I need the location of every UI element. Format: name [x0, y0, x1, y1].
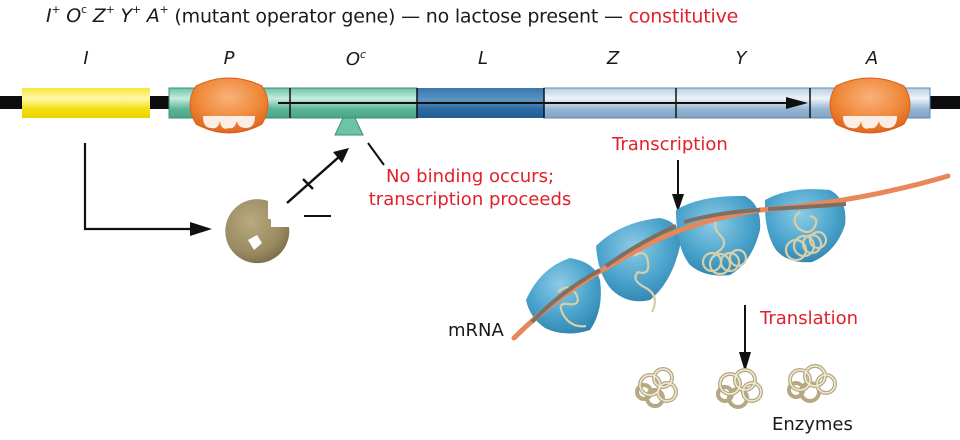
- mrna-over-ribosome: [530, 268, 601, 324]
- gene-label-z: Z: [606, 48, 620, 69]
- genotype-i: I+: [46, 3, 61, 28]
- gene-i-segment: [22, 88, 150, 118]
- mrna-label: mRNA: [448, 320, 504, 341]
- binding-annotation-line2: transcription proceeds: [368, 189, 572, 210]
- mrna-over-ribosome: [604, 224, 677, 268]
- gene-label-l: L: [477, 48, 489, 69]
- enzyme-inner: [639, 365, 836, 402]
- title-description: (mutant operator gene) — no lactose pres…: [174, 5, 623, 28]
- operator-binding-site: [334, 117, 364, 136]
- mrna-over-ribosome: [683, 208, 761, 224]
- ribosome: [676, 195, 761, 276]
- figure-title: I+ Oc Z+ Y+ A+ (mutant operator gene) — …: [46, 3, 739, 28]
- gene-label-a: A: [865, 48, 879, 69]
- gene-label-p: P: [223, 48, 235, 69]
- blocked-binding-arrow: [286, 155, 341, 204]
- binding-annotation-line1: No binding occurs;: [385, 166, 555, 187]
- gene-label-i: I: [83, 48, 89, 69]
- arrowhead-icon: [190, 222, 212, 236]
- regulator-expression-arrow: [83, 143, 192, 231]
- transcription-label: Transcription: [612, 134, 728, 155]
- binding-annotation: No binding occurs; transcription proceed…: [365, 165, 575, 211]
- block-tick-mark: [302, 178, 314, 190]
- arrowhead-icon: [739, 352, 751, 372]
- arrowhead-icon: [333, 148, 349, 163]
- mrna-over-ribosome: [767, 202, 847, 211]
- genotype-z: Z+: [92, 3, 115, 28]
- gene-label-o: Oc: [345, 48, 367, 70]
- rna-polymerase-a: [829, 77, 911, 134]
- translation-label: Translation: [760, 308, 859, 329]
- pointer-line: [367, 142, 385, 166]
- genotype-o: Oc: [66, 3, 87, 28]
- arrowhead-icon: [672, 194, 684, 212]
- repressor-protein: [225, 199, 290, 264]
- genotype-y: Y+: [120, 3, 141, 28]
- enzymes-label: Enzymes: [772, 414, 853, 435]
- transcription-arrowhead-icon: [786, 97, 808, 109]
- gene-label-y: Y: [735, 48, 747, 69]
- title-outcome: constitutive: [628, 5, 739, 28]
- genotype-a: A+: [146, 3, 169, 28]
- rna-polymerase-promoter: [189, 77, 269, 134]
